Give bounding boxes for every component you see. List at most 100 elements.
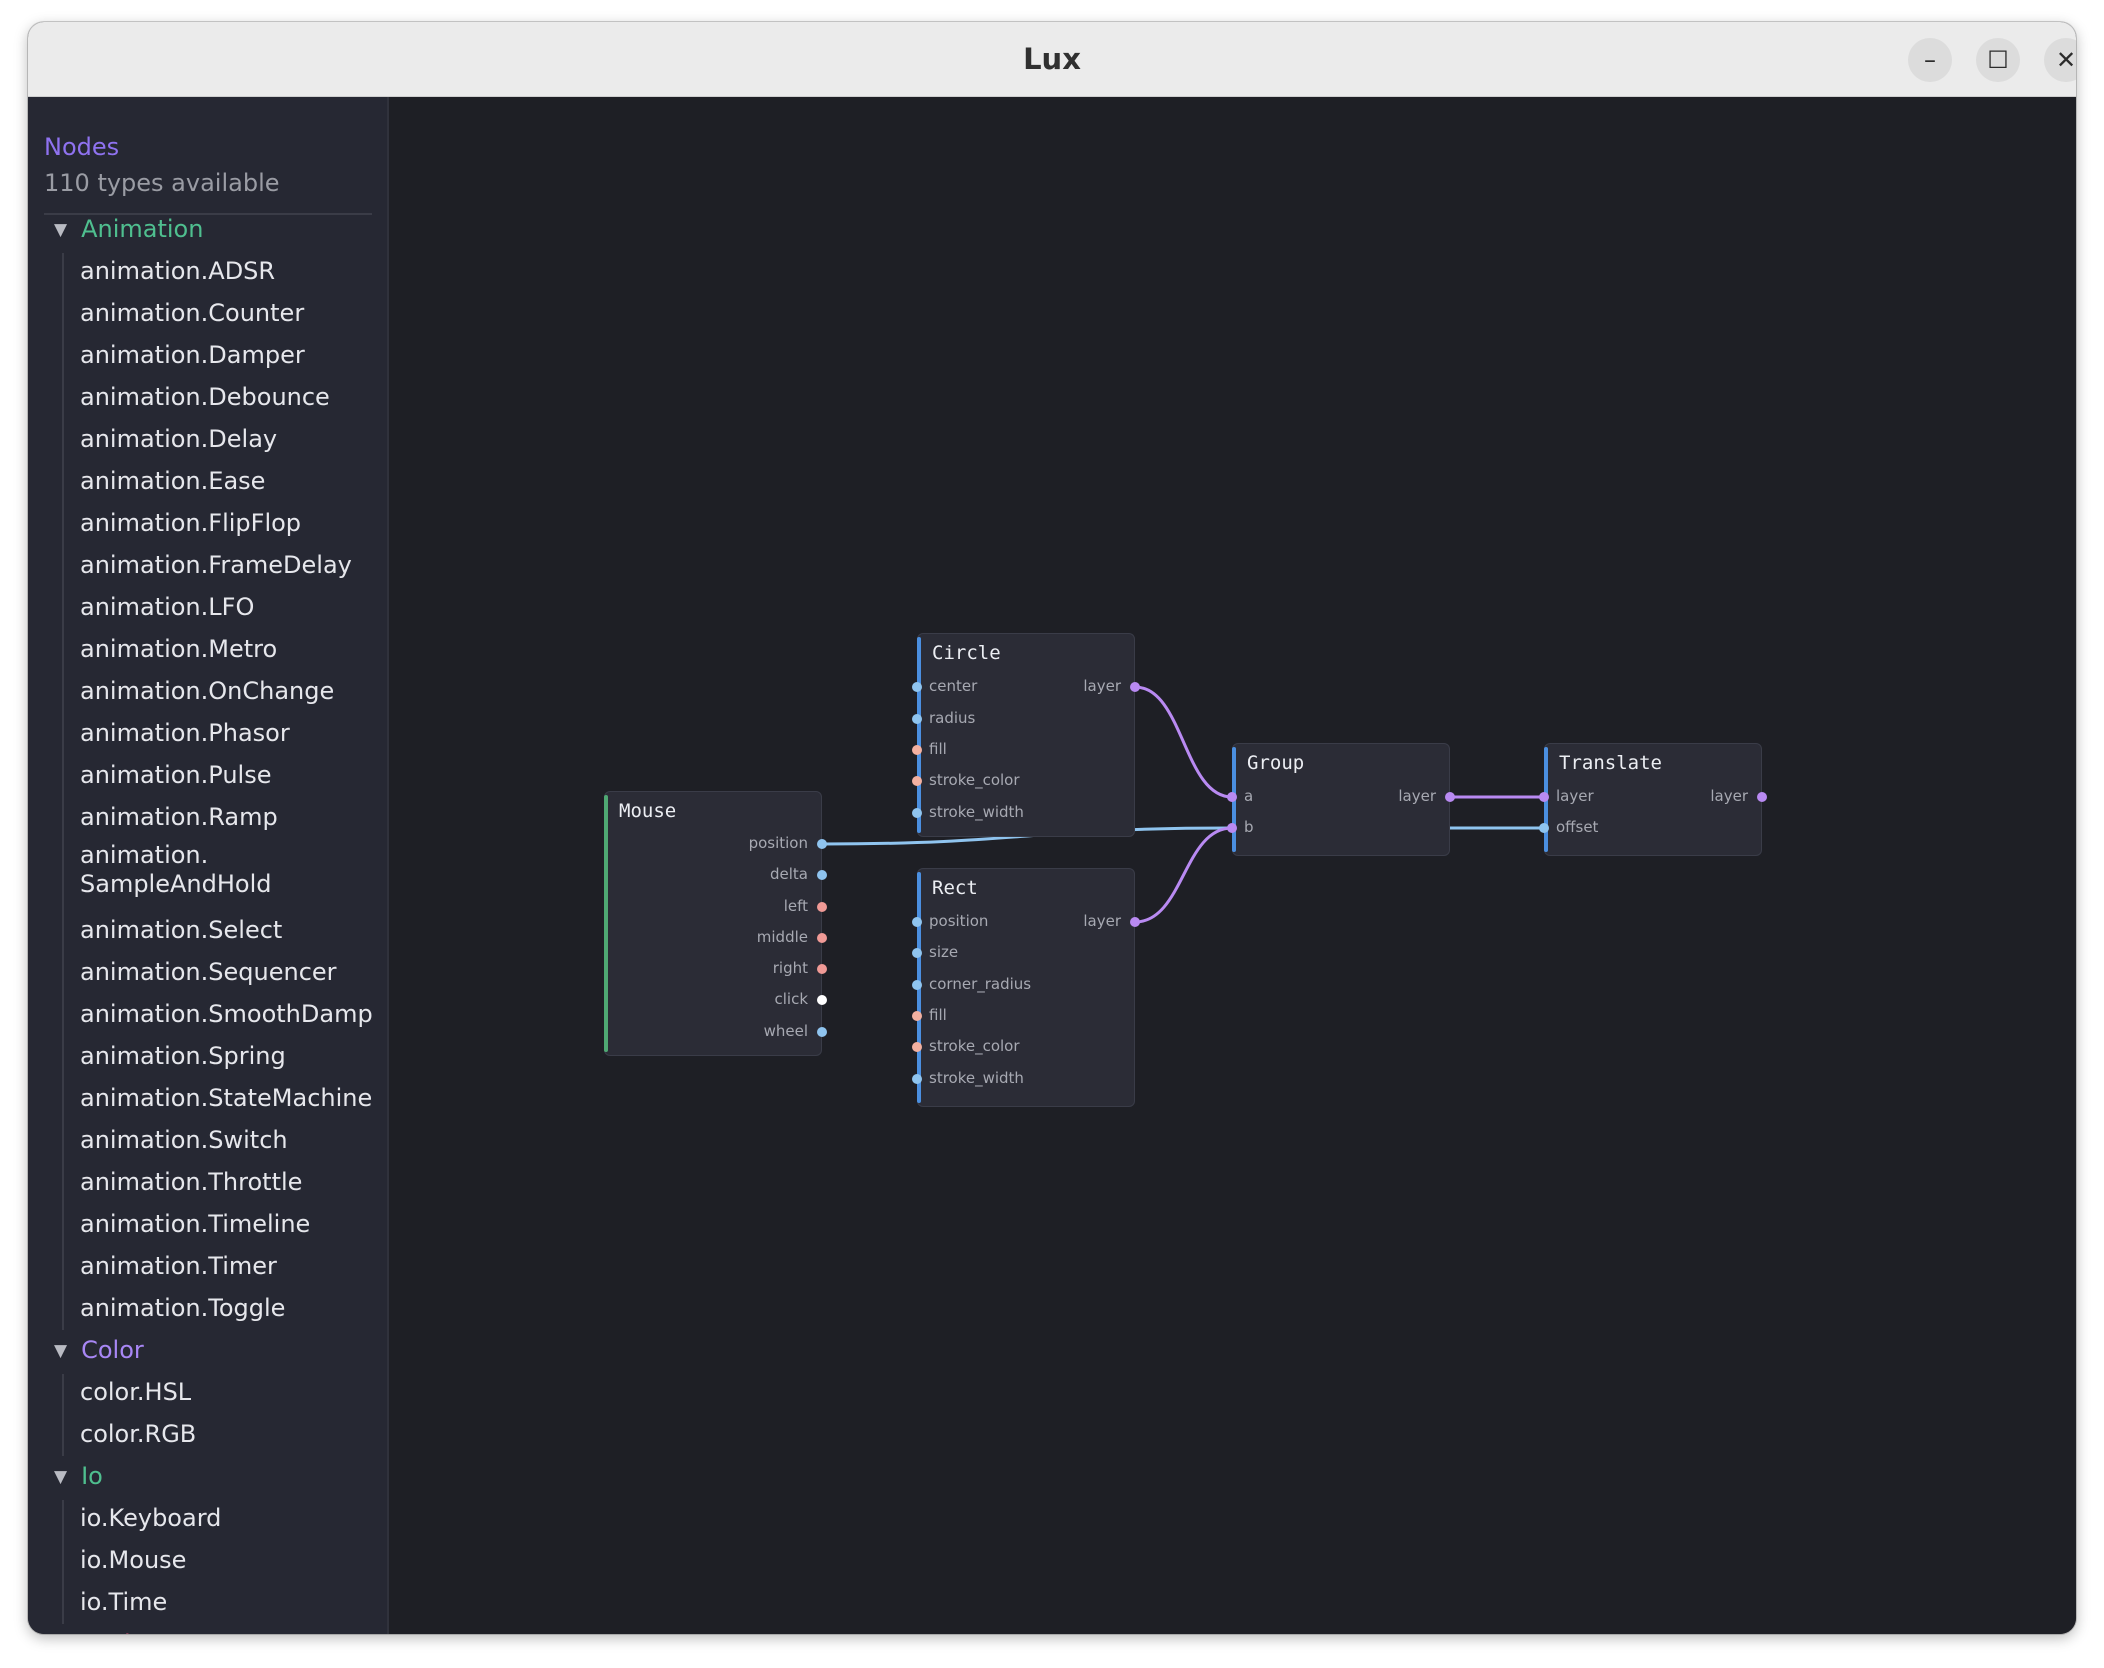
node-type-item[interactable]: animation.Phasor <box>80 719 290 747</box>
node-type-item[interactable]: animation.Ease <box>80 467 266 495</box>
input-port-dot[interactable] <box>912 714 922 724</box>
output-port-label: click <box>774 990 808 1008</box>
node-type-item[interactable]: animation.StateMachine <box>80 1084 373 1112</box>
node-mouse[interactable]: Mouse <box>604 791 822 1056</box>
output-port-dot[interactable] <box>1445 792 1455 802</box>
node-type-item[interactable]: animation.Metro <box>80 635 278 663</box>
input-port-dot[interactable] <box>912 1042 922 1052</box>
node-type-item[interactable]: animation.FrameDelay <box>80 551 352 579</box>
tree-guide-line <box>62 253 64 1330</box>
node-type-item[interactable]: animation.Delay <box>80 425 278 453</box>
output-port-label: middle <box>756 928 808 946</box>
node-type-item[interactable]: animation.OnChange <box>80 677 335 705</box>
input-port-dot[interactable] <box>912 682 922 692</box>
input-port-dot[interactable] <box>1227 792 1237 802</box>
input-port-dot[interactable] <box>1539 823 1549 833</box>
node-type-item[interactable]: animation.FlipFlop <box>80 509 302 537</box>
node-type-item[interactable]: animation.ADSR <box>80 257 276 285</box>
tree-guide-line <box>62 1500 64 1624</box>
category-animation[interactable]: ▼ Animation <box>54 215 203 243</box>
input-port-dot[interactable] <box>912 980 922 990</box>
output-port-dot[interactable] <box>817 933 827 943</box>
output-port-label: layer <box>1710 787 1748 805</box>
title-bar[interactable]: Lux – ☐ ✕ <box>28 22 2076 97</box>
node-rect[interactable]: Rect <box>917 868 1135 1107</box>
wire-circle-layer-to-group-a[interactable] <box>1134 685 1233 799</box>
node-accent-bar <box>917 637 921 833</box>
collapse-triangle-icon[interactable]: ▼ <box>54 1467 68 1487</box>
close-button[interactable]: ✕ <box>2044 38 2076 82</box>
wire-rect-layer-to-group-b[interactable] <box>1134 826 1233 924</box>
input-port-label: a <box>1244 787 1254 805</box>
maximize-button[interactable]: ☐ <box>1976 38 2020 82</box>
node-accent-bar <box>604 795 608 1052</box>
node-type-item[interactable]: animation.Select <box>80 916 283 944</box>
output-port-dot[interactable] <box>1130 917 1140 927</box>
node-type-item[interactable]: animation.Throttle <box>80 1168 303 1196</box>
input-port-label: stroke_color <box>929 771 1020 789</box>
output-port-dot[interactable] <box>817 1027 827 1037</box>
node-type-count: 110 types available <box>44 169 280 197</box>
output-port-dot[interactable] <box>1130 682 1140 692</box>
category-label: Animation <box>81 215 204 243</box>
node-type-item[interactable]: animation.Counter <box>80 299 305 327</box>
collapse-triangle-icon[interactable]: ▼ <box>54 220 68 240</box>
output-port-dot[interactable] <box>817 995 827 1005</box>
output-port-dot[interactable] <box>817 839 827 849</box>
input-port-dot[interactable] <box>1227 823 1237 833</box>
node-title: Translate <box>1559 752 1662 774</box>
tree-guide-line <box>62 1374 64 1456</box>
node-type-item[interactable]: io.Keyboard <box>80 1504 222 1532</box>
node-type-item[interactable]: io.Mouse <box>80 1546 187 1574</box>
node-type-item[interactable]: io.Time <box>80 1588 168 1616</box>
output-port-dot[interactable] <box>1757 792 1767 802</box>
node-type-item[interactable]: animation.LFO <box>80 593 255 621</box>
output-port-dot[interactable] <box>817 964 827 974</box>
input-port-label: stroke_color <box>929 1037 1020 1055</box>
output-port-dot[interactable] <box>817 870 827 880</box>
output-port-label: layer <box>1083 912 1121 930</box>
node-type-item[interactable]: animation.SmoothDamp <box>80 1000 373 1028</box>
category-logic[interactable]: ▼Logic <box>54 1630 144 1634</box>
node-group[interactable]: Group <box>1232 743 1450 856</box>
output-port-label: wheel <box>763 1022 808 1040</box>
output-port-label: right <box>772 959 808 977</box>
node-type-item[interactable]: animation.Damper <box>80 341 305 369</box>
node-type-item[interactable]: color.HSL <box>80 1378 192 1406</box>
output-port-dot[interactable] <box>817 902 827 912</box>
collapse-triangle-icon[interactable]: ▼ <box>54 1341 68 1361</box>
node-type-item[interactable]: color.RGB <box>80 1420 197 1448</box>
node-type-item[interactable]: animation.Pulse <box>80 761 272 789</box>
node-type-item[interactable]: animation.Timer <box>80 1252 277 1280</box>
category-io[interactable]: ▼Io <box>54 1462 103 1490</box>
input-port-dot[interactable] <box>912 745 922 755</box>
minimize-button[interactable]: – <box>1908 38 1952 82</box>
output-port-label: layer <box>1083 677 1121 695</box>
node-type-item[interactable]: animation.Spring <box>80 1042 286 1070</box>
input-port-dot[interactable] <box>912 776 922 786</box>
category-label: Logic <box>81 1630 144 1634</box>
input-port-label: position <box>929 912 989 930</box>
node-type-item[interactable]: animation.Ramp <box>80 803 278 831</box>
node-type-item[interactable]: animation.Switch <box>80 1126 288 1154</box>
node-title: Mouse <box>619 800 677 822</box>
node-type-item[interactable]: animation.Sequencer <box>80 958 337 986</box>
category-color[interactable]: ▼Color <box>54 1336 144 1364</box>
node-type-item[interactable]: animation.Debounce <box>80 383 330 411</box>
input-port-label: fill <box>929 740 947 758</box>
node-type-item[interactable]: animation.Timeline <box>80 1210 311 1238</box>
input-port-dot[interactable] <box>912 948 922 958</box>
node-type-item[interactable]: animation. SampleAndHold <box>80 841 272 898</box>
node-title: Group <box>1247 752 1305 774</box>
input-port-dot[interactable] <box>912 808 922 818</box>
input-port-label: stroke_width <box>929 803 1024 821</box>
input-port-dot[interactable] <box>912 917 922 927</box>
input-port-dot[interactable] <box>912 1011 922 1021</box>
node-type-item[interactable]: animation.Toggle <box>80 1294 286 1322</box>
output-port-label: layer <box>1398 787 1436 805</box>
input-port-dot[interactable] <box>912 1074 922 1084</box>
input-port-dot[interactable] <box>1539 792 1549 802</box>
node-circle[interactable]: Circle <box>917 633 1135 837</box>
